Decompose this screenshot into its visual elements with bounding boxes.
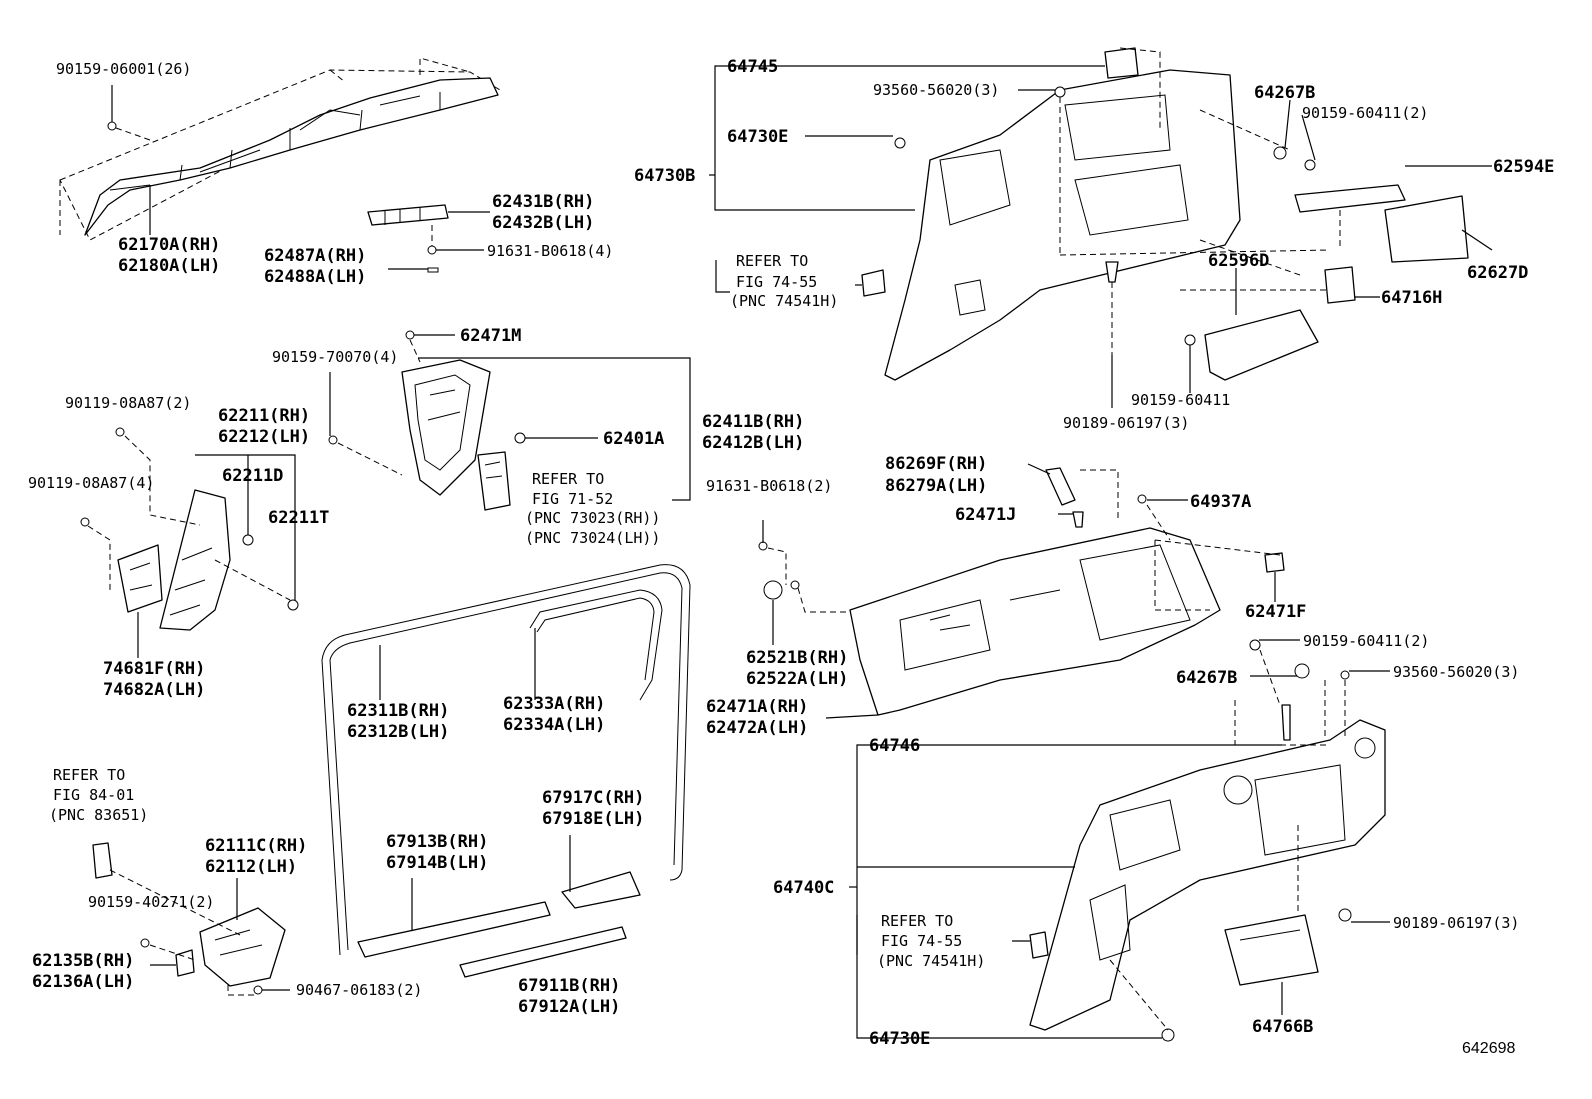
callout-c051: 62594E xyxy=(1493,157,1554,177)
callout-c037: 62136A(LH) xyxy=(32,972,134,992)
callout-c062: 64937A xyxy=(1190,492,1251,512)
callout-c001: 90159-06001(26) xyxy=(56,60,191,78)
callout-c039: 67913B(RH) xyxy=(386,832,488,852)
callout-c048: 64730B xyxy=(634,166,695,186)
callout-c026: 62311B(RH) xyxy=(347,701,449,721)
callout-c080: 64766B xyxy=(1252,1017,1313,1037)
pillar-garnish-62411b xyxy=(328,330,691,511)
callout-c065: 62471F xyxy=(1245,602,1306,622)
callout-c074: 64740C xyxy=(773,878,834,898)
callout-c053: FIG 74-55 xyxy=(736,273,817,291)
callout-c007: 62488A(LH) xyxy=(264,267,366,287)
callout-c057: 64716H xyxy=(1381,288,1442,308)
callout-c011: 62401A xyxy=(603,429,664,449)
callout-c040: 67914B(LH) xyxy=(386,853,488,873)
quarter-pillar-62211 xyxy=(80,427,299,658)
callout-c015: FIG 71-52 xyxy=(532,490,613,508)
callout-c078: 90189-06197(3) xyxy=(1393,914,1519,932)
callout-c052: REFER TO xyxy=(736,252,808,270)
diagram-reference-number: 642698 xyxy=(1462,1040,1515,1057)
callout-c064: 62471J xyxy=(955,505,1016,525)
scuff-plates xyxy=(357,835,641,978)
callout-c004: 62431B(RH) xyxy=(492,192,594,212)
callout-c018: 90119-08A87(2) xyxy=(65,394,191,412)
callout-c028: 62333A(RH) xyxy=(503,694,605,714)
callout-c005: 62432B(LH) xyxy=(492,213,594,233)
callout-c035: 90159-40271(2) xyxy=(88,893,214,911)
callout-c073: 64746 xyxy=(869,736,920,756)
callout-c008: 91631-B0618(4) xyxy=(487,242,613,260)
quarter-trim-panel-upper xyxy=(805,47,1469,408)
callout-c024: 74681F(RH) xyxy=(103,659,205,679)
callout-c016: (PNC 73023(RH)) xyxy=(525,509,660,527)
back-door-trim-board xyxy=(758,463,1285,719)
callout-c025: 74682A(LH) xyxy=(103,680,205,700)
callout-c030: REFER TO xyxy=(53,766,125,784)
callout-c072: 62472A(LH) xyxy=(706,718,808,738)
callout-c022: 62211T xyxy=(268,508,329,528)
rail-bolt xyxy=(107,85,151,141)
callout-c047: 64730E xyxy=(727,127,788,147)
callout-c045: 64745 xyxy=(727,57,778,77)
callout-c010: 90159-70070(4) xyxy=(272,348,398,366)
callout-c056: 62627D xyxy=(1467,263,1528,283)
callout-c061: 86279A(LH) xyxy=(885,476,987,496)
callout-c012: 62411B(RH) xyxy=(702,412,804,432)
callout-c068: 90159-60411(2) xyxy=(1303,632,1429,650)
callout-c079: 64730E xyxy=(869,1029,930,1049)
callout-c013: 62412B(LH) xyxy=(702,433,804,453)
callout-c036: 62135B(RH) xyxy=(32,951,134,971)
callout-c058: 90159-60411 xyxy=(1131,391,1230,409)
callout-c021: 62211D xyxy=(222,466,283,486)
callout-c019: 62211(RH) xyxy=(218,406,310,426)
callout-c034: 62112(LH) xyxy=(205,857,297,877)
callout-c031: FIG 84-01 xyxy=(53,786,134,804)
callout-c043: 67911B(RH) xyxy=(518,976,620,996)
callout-c054: (PNC 74541H) xyxy=(730,292,838,310)
callout-c027: 62312B(LH) xyxy=(347,722,449,742)
callout-c069: 64267B xyxy=(1176,668,1237,688)
callout-c070: 93560-56020(3) xyxy=(1393,663,1519,681)
callout-c038: 90467-06183(2) xyxy=(296,981,422,999)
callout-c014: REFER TO xyxy=(532,470,604,488)
callout-c033: 62111C(RH) xyxy=(205,836,307,856)
callout-c055: 62596D xyxy=(1208,251,1269,271)
callout-c049: 64267B xyxy=(1254,83,1315,103)
callout-c003: 62180A(LH) xyxy=(118,256,220,276)
callout-c059: 90189-06197(3) xyxy=(1063,414,1189,432)
callout-c050: 90159-60411(2) xyxy=(1302,104,1428,122)
bracket-64730b xyxy=(714,65,915,211)
callout-c046: 93560-56020(3) xyxy=(873,81,999,99)
callout-c009: 62471M xyxy=(460,326,521,346)
callout-c041: 67917C(RH) xyxy=(542,788,644,808)
quarter-trim-panel-lower xyxy=(849,639,1390,1042)
callout-c006: 62487A(RH) xyxy=(264,246,366,266)
callout-c032: (PNC 83651) xyxy=(49,806,148,824)
callout-c071: 62471A(RH) xyxy=(706,697,808,717)
callout-c023: 90119-08A87(4) xyxy=(28,474,154,492)
cowl-side-trim xyxy=(92,842,290,996)
callout-c002: 62170A(RH) xyxy=(118,235,220,255)
callout-c076: FIG 74-55 xyxy=(881,932,962,950)
callout-c060: 86269F(RH) xyxy=(885,454,987,474)
bracket-62431b xyxy=(367,204,490,273)
roof-side-rail-assembly xyxy=(59,57,502,241)
callout-c020: 62212(LH) xyxy=(218,427,310,447)
callout-c063: 91631-B0618(2) xyxy=(706,477,832,495)
callout-c044: 67912A(LH) xyxy=(518,997,620,1017)
callout-c077: (PNC 74541H) xyxy=(877,952,985,970)
callout-c075: REFER TO xyxy=(881,912,953,930)
callout-c067: 62522A(LH) xyxy=(746,669,848,689)
callout-c017: (PNC 73024(LH)) xyxy=(525,529,660,547)
callout-c029: 62334A(LH) xyxy=(503,715,605,735)
callout-c042: 67918E(LH) xyxy=(542,809,644,829)
callout-c066: 62521B(RH) xyxy=(746,648,848,668)
door-opening-weatherstrip xyxy=(321,564,691,956)
